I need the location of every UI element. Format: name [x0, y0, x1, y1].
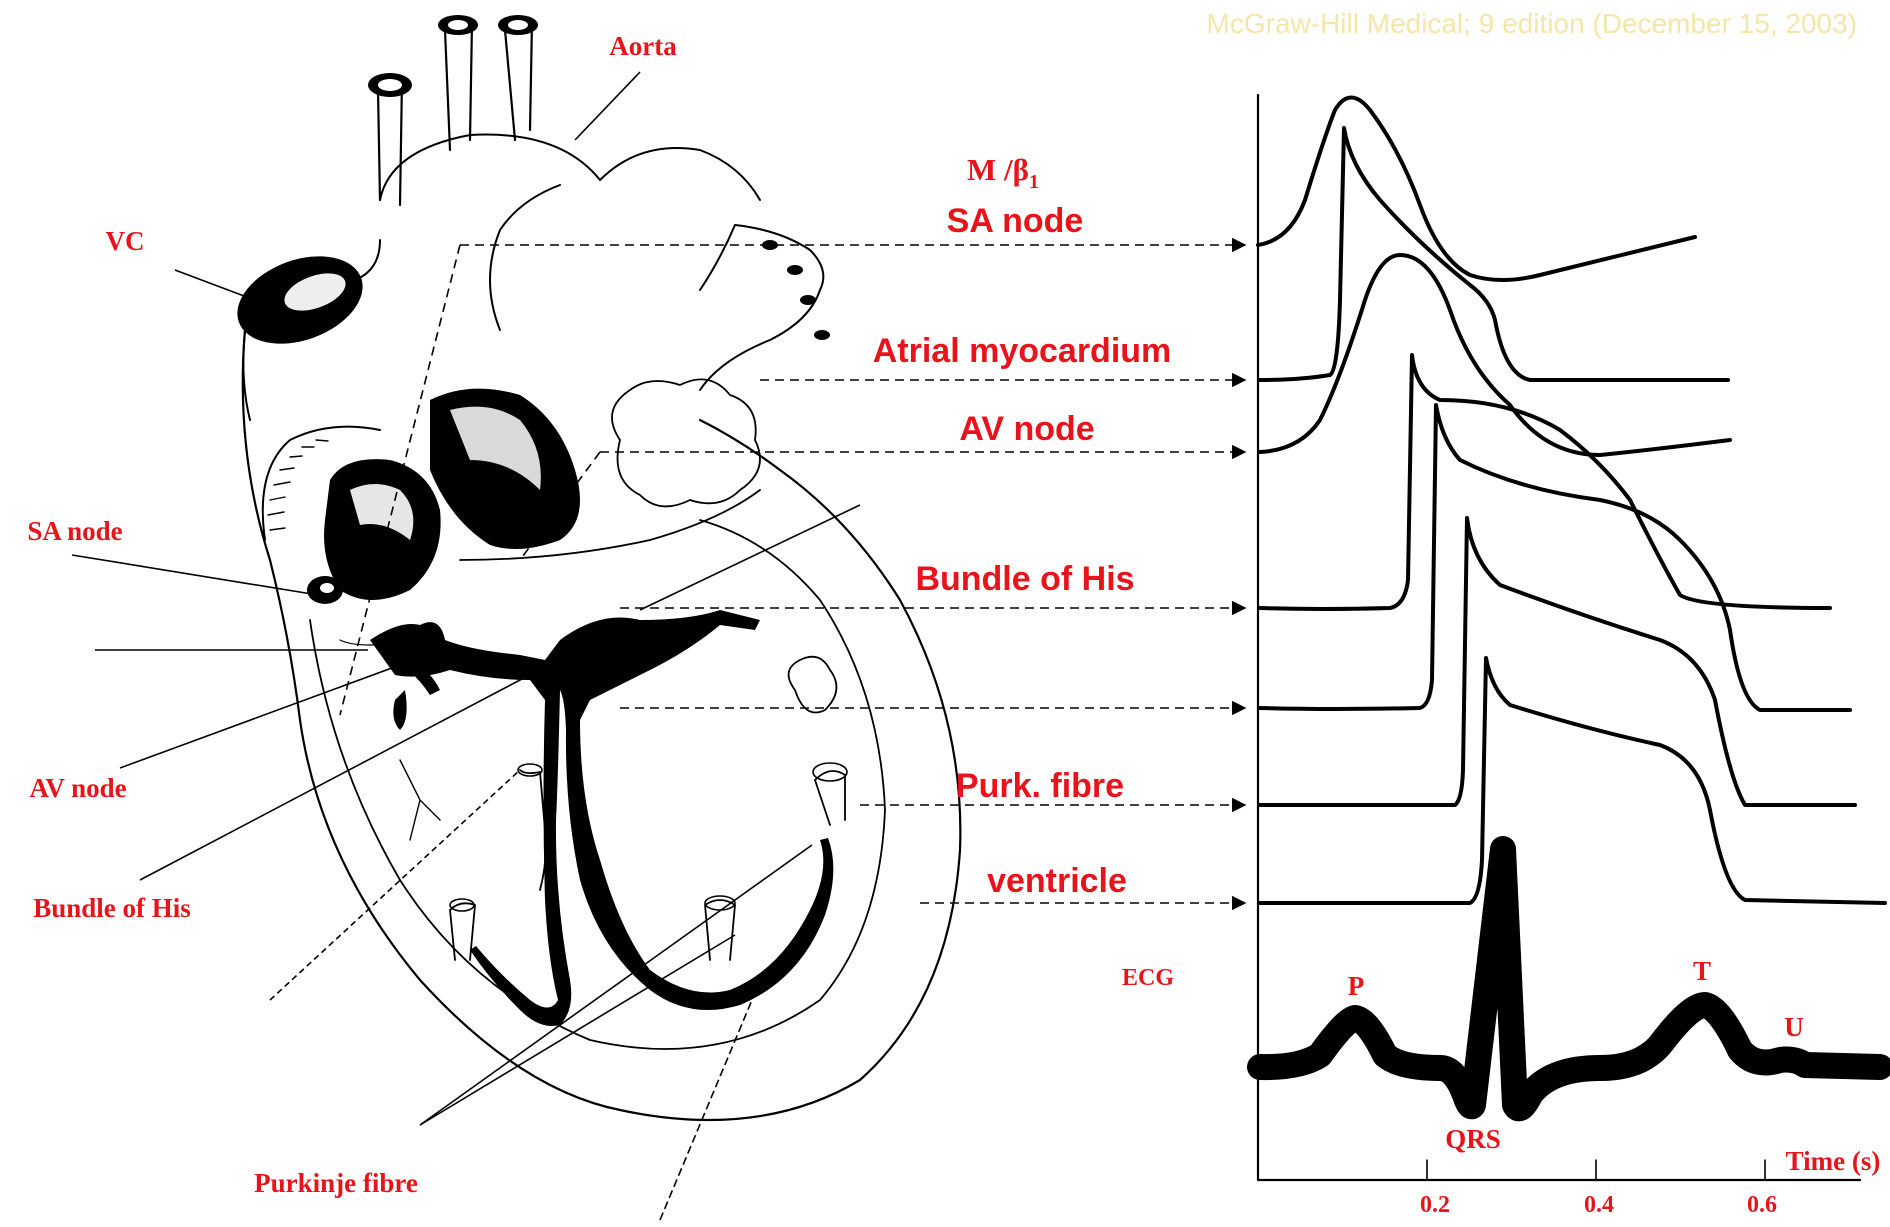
- trace-label-purkinje: Purk. fibre: [956, 767, 1124, 805]
- vena-cava: [225, 240, 380, 420]
- trace-purkinje-2: [1260, 518, 1855, 805]
- ecg-wave-t: T: [1693, 956, 1711, 986]
- label-av-node: AV node: [29, 773, 126, 803]
- ecg-label: ECG: [1122, 965, 1174, 991]
- heart-illustration: [225, 15, 960, 1120]
- axis-tick-label: 0.6: [1747, 1192, 1777, 1218]
- av-axis-line: [640, 505, 860, 610]
- ecg-wave-u: U: [1784, 1012, 1804, 1042]
- heart-outline: [243, 330, 961, 1120]
- av-node-leader: [120, 665, 400, 768]
- purkinje-leader-3: [660, 1000, 752, 1220]
- trace-his: [1260, 355, 1830, 609]
- trace-atrial: [1260, 128, 1728, 380]
- axis-ticks: [1427, 1160, 1765, 1180]
- axis-tick-label: 0.4: [1584, 1192, 1614, 1218]
- label-bundle-of-his: Bundle of His: [33, 893, 191, 923]
- source-credit: McGraw-Hill Medical; 9 edition (December…: [1207, 8, 1857, 39]
- trace-label-his: Bundle of His: [915, 560, 1134, 598]
- receptor-label: M /β1: [967, 152, 1039, 193]
- trace-purkinje-1: [1260, 405, 1850, 710]
- axis-title: Time (s): [1786, 1146, 1881, 1176]
- label-aorta: Aorta: [609, 31, 677, 61]
- axis-tick-label: 0.2: [1420, 1192, 1450, 1218]
- ecg-wave-p: P: [1348, 971, 1365, 1001]
- label-vc: VC: [106, 226, 145, 256]
- trace-label-sa-node: SA node: [947, 202, 1084, 240]
- aorta-leader: [575, 72, 640, 140]
- trace-label-atrial: Atrial myocardium: [873, 332, 1172, 370]
- ecg-wave-qrs: QRS: [1445, 1124, 1501, 1154]
- heart-chambers: [307, 389, 580, 604]
- text-labels: McGraw-Hill Medical; 9 edition (December…: [27, 8, 1880, 1218]
- trace-label-ventricle: ventricle: [987, 862, 1127, 900]
- label-purkinje-fibre: Purkinje fibre: [254, 1168, 418, 1198]
- great-vessels: [368, 15, 760, 330]
- trace-ventricle: [1260, 658, 1885, 903]
- trace-av-node: [1260, 255, 1730, 455]
- conduction-system: [370, 610, 833, 1026]
- label-sa-node: SA node: [27, 516, 122, 546]
- sa-node-leader: [72, 555, 318, 595]
- trace-label-av-node: AV node: [959, 410, 1094, 448]
- trace-sa-node: [1258, 98, 1695, 281]
